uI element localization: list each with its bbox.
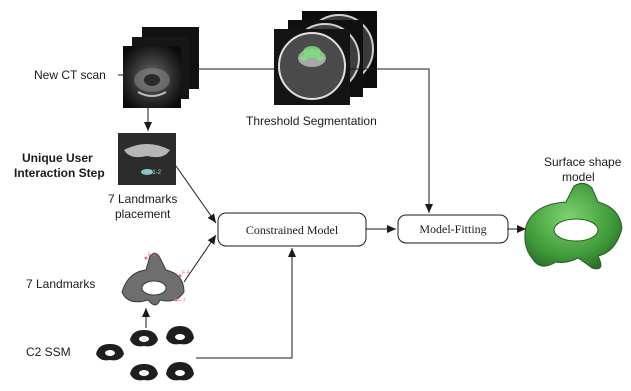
ssm-shape — [96, 344, 124, 361]
new-ct-scan-label: New CT scan — [34, 68, 106, 82]
arrow-landmarks-to-constrained — [183, 234, 217, 283]
threshold-segmentation-label: Threshold Segmentation — [246, 114, 377, 128]
segmentation-stack — [274, 11, 377, 105]
landmarks-placement-label-line2: placement — [115, 207, 171, 221]
landmark-slice-image: P01-2 — [118, 133, 176, 185]
c2-ssm-label: C2 SSM — [26, 345, 71, 359]
landmark-tag: F-7 — [178, 298, 186, 304]
model-fitting-label: Model-Fitting — [419, 222, 486, 236]
ssm-shape — [166, 362, 194, 381]
arrow-segmentation-to-fitting — [350, 68, 433, 213]
constrained-model-label: Constrained Model — [246, 223, 339, 237]
landmarks-vertebra-model: F-1 F-4 F-7 — [121, 252, 190, 306]
arrow-slice-to-constrained — [175, 165, 217, 224]
ssm-shape — [130, 364, 158, 381]
landmarks-placement-label-line1: 7 Landmarks — [108, 192, 177, 206]
ssm-shape — [130, 330, 158, 347]
unique-user-label-line2: Interaction Step — [14, 166, 105, 180]
arrow-ssm-to-constrained — [196, 248, 296, 359]
landmark-tag: F-1 — [148, 252, 156, 258]
c2-ssm-shapes — [96, 326, 194, 381]
unique-user-label-line1: Unique User — [22, 151, 93, 165]
seven-landmarks-label: 7 Landmarks — [26, 277, 95, 291]
surface-shape-label-line1: Surface shape — [544, 155, 622, 169]
surface-shape-model — [524, 182, 623, 270]
landmark-tag: F-4 — [182, 270, 190, 276]
slice-marker-label: P01-2 — [145, 170, 162, 176]
surface-shape-label-line2: model — [562, 170, 595, 184]
ct-scan-stack — [123, 27, 199, 108]
ssm-shape — [166, 326, 194, 345]
